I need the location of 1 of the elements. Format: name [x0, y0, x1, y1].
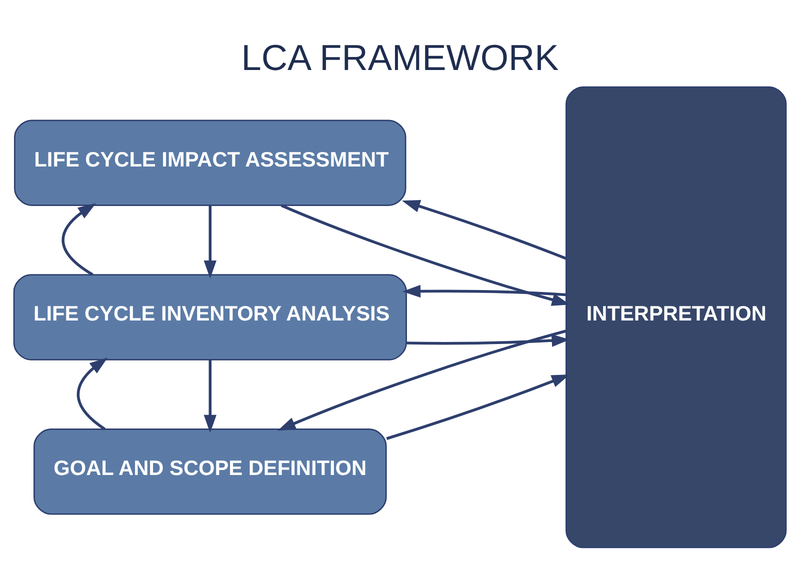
diagram-title: LCA FRAMEWORK: [241, 36, 559, 78]
